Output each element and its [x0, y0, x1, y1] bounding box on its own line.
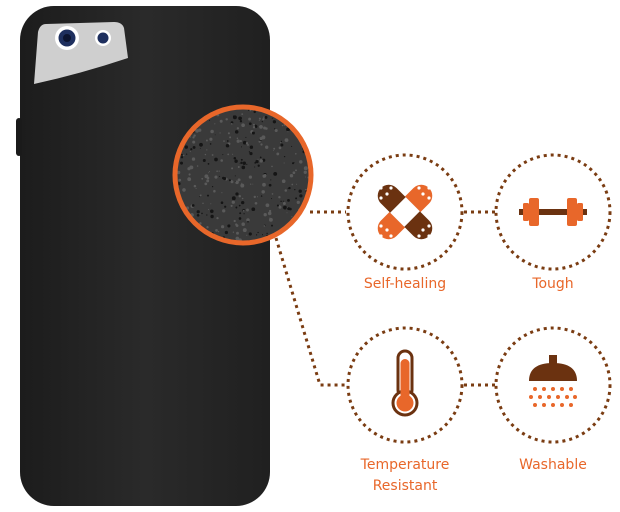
label-line: Resistant — [372, 478, 438, 494]
label-line: Temperature — [360, 457, 450, 473]
label-tough: Tough — [493, 274, 613, 295]
texture-magnifier — [172, 104, 314, 246]
bandage-icon — [377, 184, 433, 240]
dumbbell-icon — [519, 198, 587, 226]
label-line: Tough — [532, 276, 574, 292]
feature-circle-washable — [494, 326, 612, 444]
label-temperature-resistant: Temperature Resistant — [345, 455, 465, 497]
phone-case — [16, 6, 270, 506]
label-self-healing: Self-healing — [345, 274, 465, 295]
label-line: Self-healing — [363, 276, 447, 292]
connector-lines — [274, 210, 496, 387]
label-washable: Washable — [493, 455, 613, 476]
label-line: Washable — [519, 457, 587, 473]
connector-temperature — [274, 237, 346, 387]
shower-icon — [529, 355, 577, 407]
side-button — [16, 118, 22, 156]
thermometer-icon — [391, 349, 419, 417]
